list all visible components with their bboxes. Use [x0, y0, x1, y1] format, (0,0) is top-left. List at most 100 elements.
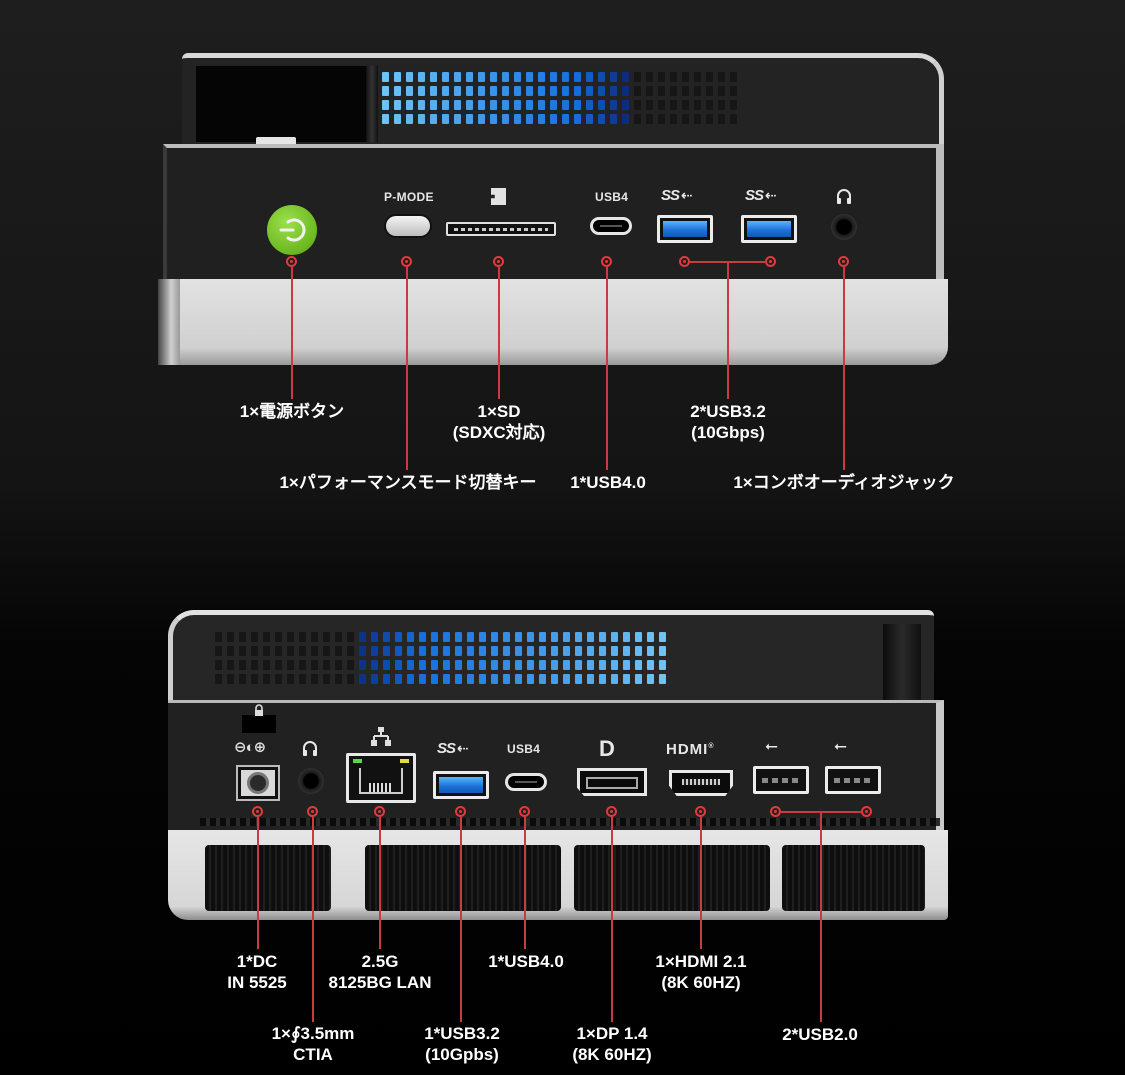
callout-line	[606, 267, 608, 470]
rear-vent-slots	[200, 818, 940, 826]
vent-hole	[575, 674, 582, 684]
usb4-label: USB4	[595, 190, 629, 204]
rear-device-lid	[168, 610, 934, 702]
vent-hole	[347, 660, 354, 670]
vent-hole	[394, 72, 401, 82]
usb4-port	[590, 217, 632, 235]
usb4-label: USB4	[507, 742, 541, 756]
vent-hole	[587, 632, 594, 642]
vent-hole	[419, 632, 426, 642]
usb4-port	[505, 773, 547, 791]
vent-hole	[563, 674, 570, 684]
vent-hole	[490, 114, 497, 124]
usb-icon: ⭠	[834, 738, 847, 755]
vent-hole	[526, 100, 533, 110]
audio-jack-3-5mm	[298, 768, 324, 794]
vent-hole	[694, 100, 701, 110]
vent-hole	[263, 632, 270, 642]
callout-audio-jack: 1×コンボオーディオジャック	[733, 473, 955, 492]
hdmi-port	[669, 770, 733, 796]
vent-hole	[551, 674, 558, 684]
vent-hole	[419, 660, 426, 670]
callout-audio-jack: 1×∮3.5mm CTIA	[254, 1023, 372, 1065]
vent-hole	[575, 646, 582, 656]
vent-hole	[622, 72, 629, 82]
power-button[interactable]	[267, 205, 317, 255]
vent-hole	[515, 632, 522, 642]
vent-hole	[418, 86, 425, 96]
vent-hole	[407, 646, 414, 656]
vent-hole	[575, 660, 582, 670]
vent-hole	[263, 660, 270, 670]
vent-hole	[251, 632, 258, 642]
vent-hole	[251, 660, 258, 670]
vent-hole	[418, 114, 425, 124]
vent-hole	[598, 86, 605, 96]
vent-hole	[442, 100, 449, 110]
vent-hole	[275, 646, 282, 656]
vent-hole	[550, 86, 557, 96]
vent-hole	[478, 86, 485, 96]
lan-port-opening	[359, 768, 403, 794]
callout-performance-mode: 1×パフォーマンスモード切替キー	[279, 473, 537, 492]
callout-lan-line1: 2.5G	[361, 952, 399, 971]
vent-hole	[443, 660, 450, 670]
vent-hole	[659, 646, 666, 656]
vent-hole	[478, 72, 485, 82]
vent-hole	[215, 646, 222, 656]
vent-hole	[539, 632, 546, 642]
callout-line	[460, 817, 462, 1022]
vent-hole	[574, 114, 581, 124]
vent-hole	[550, 100, 557, 110]
vent-hole	[670, 114, 677, 124]
vent-hole	[347, 632, 354, 642]
callout-audio-line2: CTIA	[293, 1045, 333, 1064]
vent-hole	[275, 660, 282, 670]
vent-hole	[215, 632, 222, 642]
vent-hole	[395, 632, 402, 642]
callout-dot	[374, 806, 385, 817]
vent-hole	[730, 100, 737, 110]
vent-hole	[275, 674, 282, 684]
vent-hole	[694, 114, 701, 124]
vent-hole	[586, 72, 593, 82]
vent-hole	[407, 674, 414, 684]
vent-hole	[514, 86, 521, 96]
vent-hole	[527, 646, 534, 656]
vent-hole	[563, 646, 570, 656]
vent-hole	[503, 632, 510, 642]
displayport-port	[577, 768, 647, 796]
vent-hole	[526, 114, 533, 124]
vent-hole	[347, 674, 354, 684]
performance-mode-button[interactable]	[386, 216, 430, 236]
callout-line	[291, 267, 293, 399]
vent-hole	[514, 72, 521, 82]
vent-hole	[430, 114, 437, 124]
vent-hole	[622, 114, 629, 124]
callout-lan: 2.5G 8125BG LAN	[318, 951, 442, 993]
vent-hole	[299, 674, 306, 684]
vent-hole	[382, 72, 389, 82]
vent-hole	[478, 114, 485, 124]
vent-hole	[419, 646, 426, 656]
vent-hole	[730, 114, 737, 124]
vent-hole	[479, 646, 486, 656]
vent-hole	[287, 660, 294, 670]
vent-hole	[491, 646, 498, 656]
vent-hole	[611, 646, 618, 656]
vent-hole	[454, 114, 461, 124]
dc-polarity-icon: ⊖◐⊕	[234, 739, 266, 756]
callout-hdmi-line2: (8K 60HZ)	[661, 973, 741, 992]
vent-hole	[299, 632, 306, 642]
vent-hole	[718, 86, 725, 96]
front-device-hinge	[366, 66, 378, 142]
vent-hole	[550, 114, 557, 124]
vent-hole	[467, 646, 474, 656]
lan-port	[346, 753, 416, 803]
vent-hole	[682, 114, 689, 124]
callout-dp-line1: 1×DP 1.4	[576, 1024, 648, 1043]
lan-port-pins	[369, 783, 393, 792]
vent-hole	[466, 100, 473, 110]
vent-hole	[406, 100, 413, 110]
vent-hole	[335, 646, 342, 656]
